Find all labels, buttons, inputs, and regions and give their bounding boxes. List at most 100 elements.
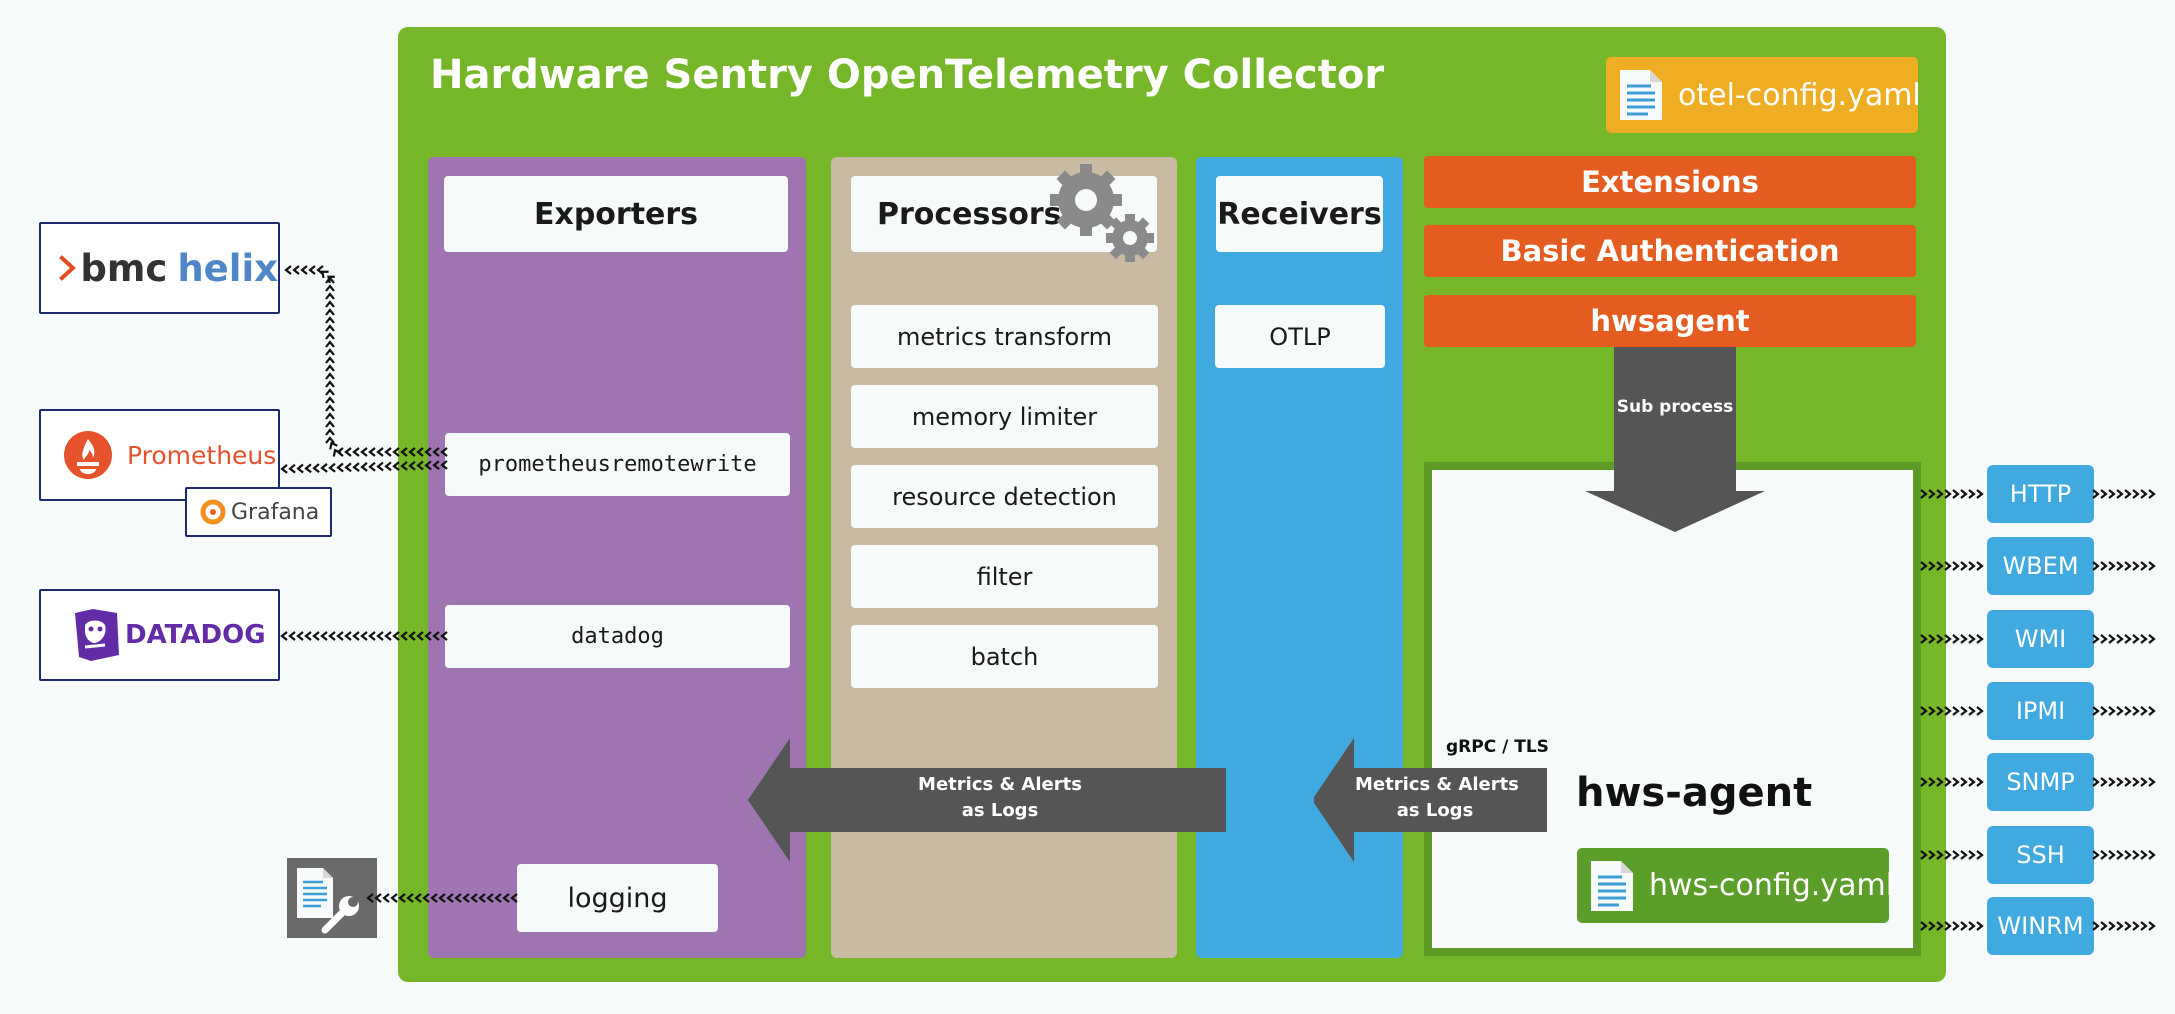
connector-protocol-in-0-chevron bbox=[1968, 489, 1976, 499]
connector-protocol-in-5-chevron bbox=[1936, 850, 1944, 860]
exporter-logging[interactable]: logging bbox=[517, 864, 718, 932]
protocol-http[interactable]: HTTP bbox=[1987, 465, 2094, 523]
prometheus-logo[interactable]: Prometheus bbox=[39, 409, 280, 501]
metrics-alerts-label-left: Metrics & Alerts as Logs bbox=[890, 772, 1110, 824]
connector-prometheus-chevron bbox=[400, 461, 408, 471]
document-icon bbox=[1620, 70, 1662, 120]
connector-protocol-out-5-chevron bbox=[2092, 850, 2100, 860]
connector-protocol-in-3-chevron bbox=[1936, 706, 1944, 716]
connector-bmc-chevron bbox=[325, 348, 335, 356]
connector-prometheus-chevron bbox=[392, 461, 400, 471]
connector-protocol-out-2-chevron bbox=[2148, 634, 2156, 644]
connector-protocol-in-1-chevron bbox=[1968, 561, 1976, 571]
processors-header-label: Processors bbox=[877, 196, 1062, 232]
connector-bmc-chevron bbox=[292, 265, 300, 275]
connector-protocol-in-3-chevron bbox=[1928, 706, 1936, 716]
exporter-prometheusremotewrite[interactable]: prometheusremotewrite bbox=[445, 433, 790, 496]
connector-bmc-chevron bbox=[392, 447, 400, 457]
protocol-winrm[interactable]: WINRM bbox=[1987, 897, 2094, 955]
log-file-icon[interactable] bbox=[287, 858, 377, 938]
connector-protocol-out-0-chevron bbox=[2132, 489, 2140, 499]
connector-protocol-out-6 bbox=[2092, 921, 2156, 931]
connector-protocol-in-2-chevron bbox=[1976, 634, 1984, 644]
connector-prometheus-chevron bbox=[368, 461, 376, 472]
connector-bmc-chevron bbox=[325, 428, 335, 436]
connector-protocol-in-5-chevron bbox=[1920, 850, 1928, 860]
connector-bmc-chevron bbox=[325, 380, 335, 388]
connector-protocol-in-1 bbox=[1920, 561, 1984, 571]
connector-datadog-chevron bbox=[392, 631, 400, 641]
connector-logging-chevron bbox=[454, 893, 462, 903]
connector-protocol-out-3-chevron bbox=[2108, 706, 2116, 716]
connector-protocol-out-3-chevron bbox=[2116, 706, 2124, 716]
processor-metrics-transform[interactable]: metrics transform bbox=[851, 305, 1158, 368]
connector-protocol-in-2-chevron bbox=[1944, 634, 1952, 644]
connector-protocol-in-6 bbox=[1920, 921, 1984, 931]
connector-prometheus-chevron bbox=[280, 464, 288, 474]
connector-bmc-chevron bbox=[325, 276, 335, 284]
prometheus-text: Prometheus bbox=[127, 440, 277, 470]
protocol-ssh[interactable]: SSH bbox=[1987, 826, 2094, 884]
protocol-snmp[interactable]: SNMP bbox=[1987, 753, 2094, 811]
protocol-wbem[interactable]: WBEM bbox=[1987, 537, 2094, 595]
connector-bmc-chevron bbox=[327, 275, 335, 284]
connector-protocol-out-3-chevron bbox=[2092, 706, 2100, 716]
datadog-logo[interactable]: DATADOG bbox=[39, 589, 280, 681]
connector-datadog-chevron bbox=[408, 631, 416, 641]
connector-datadog-chevron bbox=[440, 631, 448, 641]
connector-logging-chevron bbox=[398, 893, 406, 903]
receivers-header: Receivers bbox=[1216, 176, 1383, 252]
hws-config-file[interactable]: hws-config.yaml bbox=[1577, 848, 1894, 923]
connector-protocol-out-6-chevron bbox=[2092, 921, 2100, 931]
protocol-ipmi[interactable]: IPMI bbox=[1987, 682, 2094, 740]
connector-protocol-in-2-chevron bbox=[1928, 634, 1936, 644]
connector-protocol-in-6-chevron bbox=[1960, 921, 1968, 931]
connector-datadog-chevron bbox=[360, 631, 368, 641]
connector-protocol-in-2-chevron bbox=[1952, 634, 1960, 644]
bmc-helix-logo[interactable]: bmc helix bbox=[39, 222, 280, 314]
connector-protocol-out-6-chevron bbox=[2140, 921, 2148, 931]
processor-filter[interactable]: filter bbox=[851, 545, 1158, 608]
connector-logging-chevron bbox=[430, 893, 438, 903]
otel-config-file[interactable]: otel-config.yaml bbox=[1606, 57, 1921, 133]
connector-protocol-out-0-chevron bbox=[2116, 489, 2124, 499]
connector-logging-chevron bbox=[502, 893, 510, 903]
connector-protocol-out-4-chevron bbox=[2140, 777, 2148, 787]
connector-protocol-out-6-chevron bbox=[2132, 921, 2140, 931]
connector-protocol-out-6-chevron bbox=[2100, 921, 2108, 931]
connector-protocol-out-4-chevron bbox=[2132, 777, 2140, 787]
hws-agent-title: hws-agent bbox=[1576, 770, 1813, 816]
connector-protocol-out-3-chevron bbox=[2124, 706, 2132, 716]
connector-protocol-in-3-chevron bbox=[1920, 706, 1928, 716]
extension-hwsagent[interactable]: hwsagent bbox=[1424, 295, 1916, 347]
connector-protocol-out-5-chevron bbox=[2108, 850, 2116, 860]
connector-prometheus-chevron bbox=[424, 460, 432, 471]
connector-protocol-out-1-chevron bbox=[2092, 561, 2100, 571]
connector-protocol-in-2-chevron bbox=[1968, 634, 1976, 644]
connector-protocol-out-5-chevron bbox=[2148, 850, 2156, 860]
processor-memory-limiter[interactable]: memory limiter bbox=[851, 385, 1158, 448]
processor-batch[interactable]: batch bbox=[851, 625, 1158, 688]
connector-protocol-in-4-chevron bbox=[1936, 777, 1944, 787]
exporter-datadog[interactable]: datadog bbox=[445, 605, 790, 668]
connector-logging-chevron bbox=[478, 893, 486, 903]
connector-protocol-out-1-chevron bbox=[2132, 561, 2140, 571]
receiver-otlp[interactable]: OTLP bbox=[1215, 305, 1385, 368]
protocol-wmi[interactable]: WMI bbox=[1987, 610, 2094, 668]
connector-datadog-chevron bbox=[328, 631, 336, 641]
connector-bmc-chevron bbox=[316, 265, 324, 275]
connector-protocol-in-4-chevron bbox=[1952, 777, 1960, 787]
grafana-logo[interactable]: Grafana bbox=[185, 487, 332, 537]
connector-protocol-in-5-chevron bbox=[1952, 850, 1960, 860]
connector-bmc-chevron bbox=[376, 447, 384, 457]
connector-protocol-in-6-chevron bbox=[1976, 921, 1984, 931]
connector-protocol-out-2-chevron bbox=[2132, 634, 2140, 644]
extension-basic-authentication[interactable]: Basic Authentication bbox=[1424, 225, 1916, 277]
connector-bmc-chevron bbox=[360, 447, 368, 457]
connector-bmc-chevron bbox=[325, 300, 335, 308]
connector-prometheus-chevron bbox=[296, 463, 304, 474]
connector-protocol-in-1-chevron bbox=[1920, 561, 1928, 571]
connector-logging-chevron bbox=[414, 893, 422, 903]
processor-resource-detection[interactable]: resource detection bbox=[851, 465, 1158, 528]
